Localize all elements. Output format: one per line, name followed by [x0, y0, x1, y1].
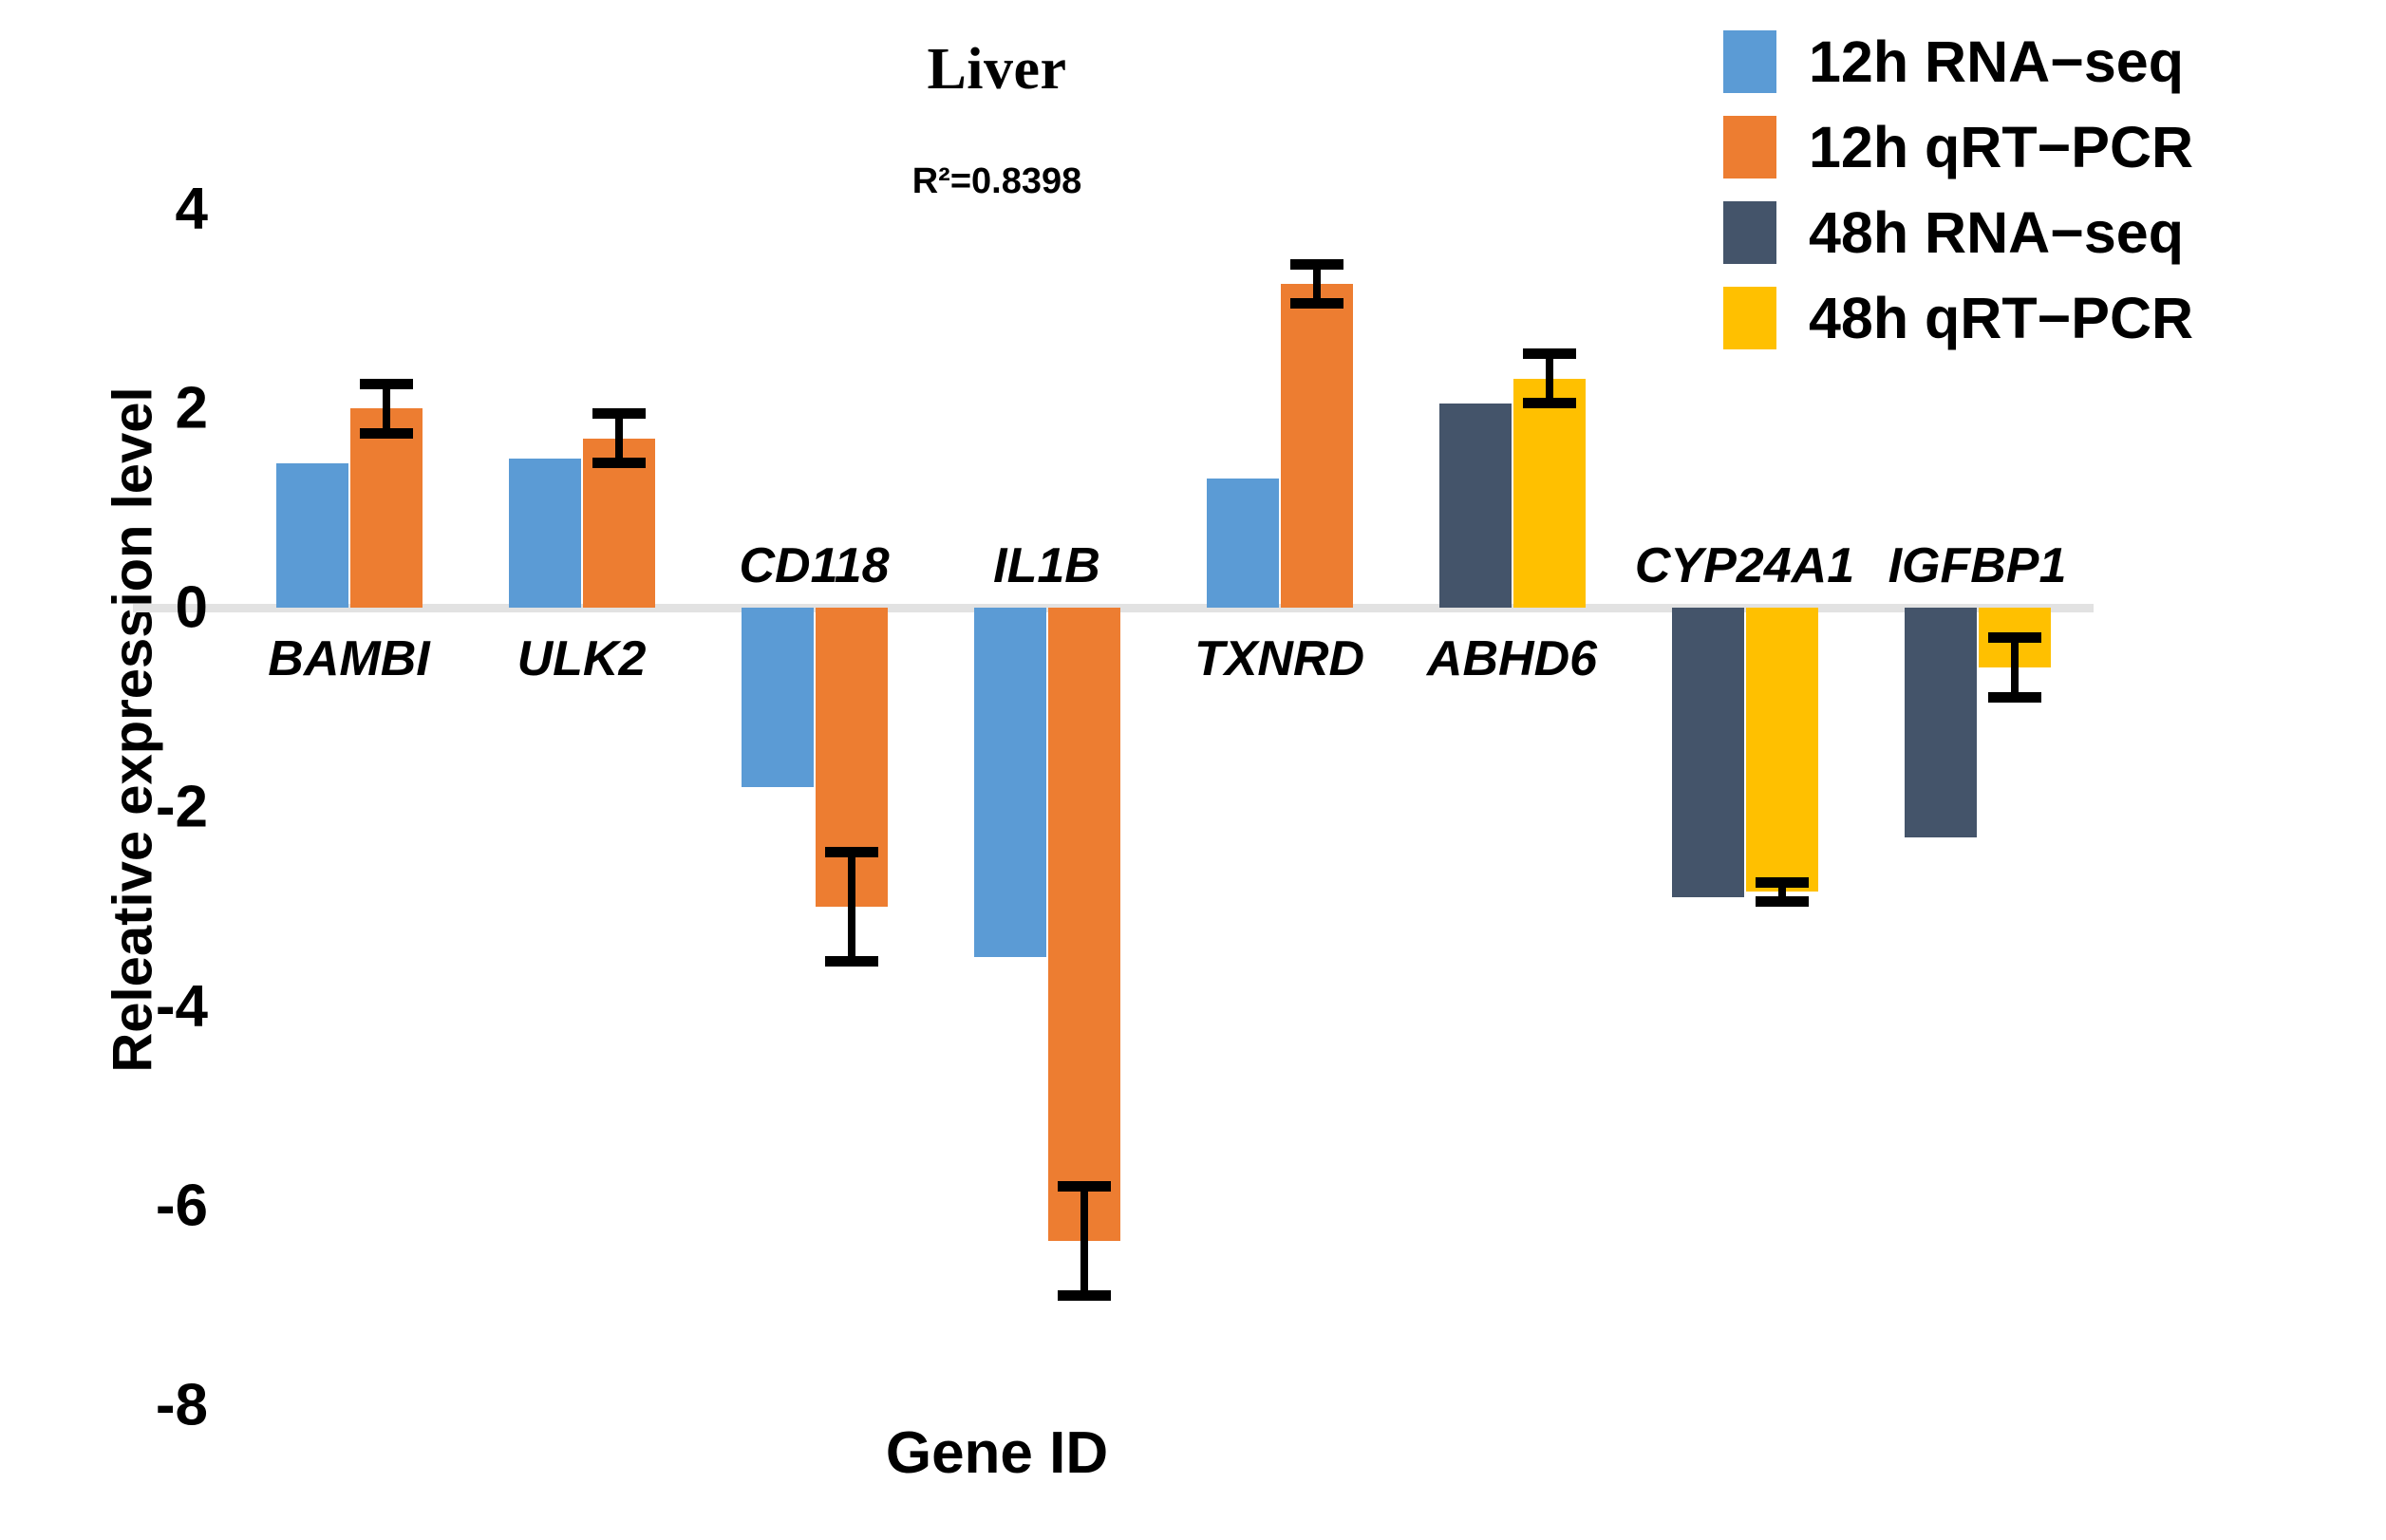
bar-ABHD6-series2	[1438, 403, 1512, 608]
y-axis-tick-label: -4	[155, 973, 208, 1040]
legend-swatch-icon	[1723, 201, 1776, 264]
gene-label-CD118: CD118	[739, 538, 890, 593]
legend-swatch-icon	[1723, 30, 1776, 93]
legend-item[interactable]: 12h qRT−PCR	[1723, 104, 2378, 190]
bar-BAMBI-series1	[349, 408, 423, 608]
gene-label-ULK2: ULK2	[517, 631, 647, 686]
legend: 12h RNA−seq 12h qRT−PCR 48h RNA−seq 48h …	[1723, 19, 2378, 361]
plot-area: 4 2 0 -2 -4 -6 -8 BAMBI ULK2 CD118 IL1B TXNRD ABHD6 C…	[133, 177, 2094, 1438]
page-title: Liver	[927, 37, 1067, 102]
error-bar-cap-lower	[824, 956, 878, 967]
bar-TXNRD-series1	[1280, 283, 1353, 608]
y-axis-tick-label: -2	[155, 774, 208, 840]
bar-ABHD6-series3	[1512, 378, 1586, 608]
gene-label-IL1B: IL1B	[993, 538, 1100, 593]
bar-CYP24A1-series2	[1671, 608, 1744, 897]
bar-CD118-series0	[741, 608, 814, 787]
x-axis-title: Gene ID	[885, 1420, 1109, 1486]
legend-item-label: 12h qRT−PCR	[1809, 114, 2194, 179]
error-bar-cap-upper	[359, 378, 413, 389]
bar-IGFBP1-series2	[1904, 608, 1977, 837]
legend-item-label: 12h RNA−seq	[1809, 28, 2184, 94]
error-bar-cap-lower	[1755, 896, 1809, 907]
gene-label-TXNRD: TXNRD	[1193, 631, 1365, 686]
error-bar-cap-lower	[1987, 691, 2041, 703]
r-squared-annotation: R²=0.8398	[911, 161, 1082, 201]
legend-item[interactable]: 12h RNA−seq	[1723, 19, 2378, 104]
error-bar-cap-upper	[1522, 348, 1576, 359]
legend-swatch-icon	[1723, 116, 1776, 178]
legend-item[interactable]: 48h qRT−PCR	[1723, 275, 2378, 361]
bar-IGFBP1-series3	[1978, 608, 2051, 667]
gene-label-IGFBP1: IGFBP1	[1888, 538, 2067, 593]
bar-CYP24A1-series3	[1745, 608, 1818, 892]
bar-BAMBI-series0	[275, 462, 348, 608]
y-axis-tick-label: 0	[175, 574, 208, 641]
gene-label-BAMBI: BAMBI	[268, 631, 430, 686]
gene-label-CYP24A1: CYP24A1	[1634, 538, 1855, 593]
bar-TXNRD-series0	[1206, 478, 1279, 608]
bar-IL1B-series0	[973, 608, 1046, 957]
y-axis-tick-label: -6	[155, 1173, 208, 1239]
y-axis-tick-label: 4	[175, 176, 208, 242]
y-axis-tick-label: 2	[175, 375, 208, 441]
bar-IL1B-series1	[1047, 608, 1120, 1241]
legend-item-label: 48h RNA−seq	[1809, 199, 2184, 265]
bar-ULK2-series1	[582, 438, 655, 608]
y-axis-tick-label: -8	[155, 1372, 208, 1438]
legend-item-label: 48h qRT−PCR	[1809, 285, 2194, 350]
bar-ULK2-series0	[508, 458, 581, 608]
error-bar-cap-upper	[1289, 258, 1343, 270]
error-bar-cap-lower	[1057, 1289, 1111, 1301]
legend-swatch-icon	[1723, 287, 1776, 349]
error-bar-cap-upper	[592, 408, 646, 419]
legend-item[interactable]: 48h RNA−seq	[1723, 190, 2378, 275]
gene-label-ABHD6: ABHD6	[1426, 631, 1598, 686]
bar-CD118-series1	[815, 608, 888, 907]
